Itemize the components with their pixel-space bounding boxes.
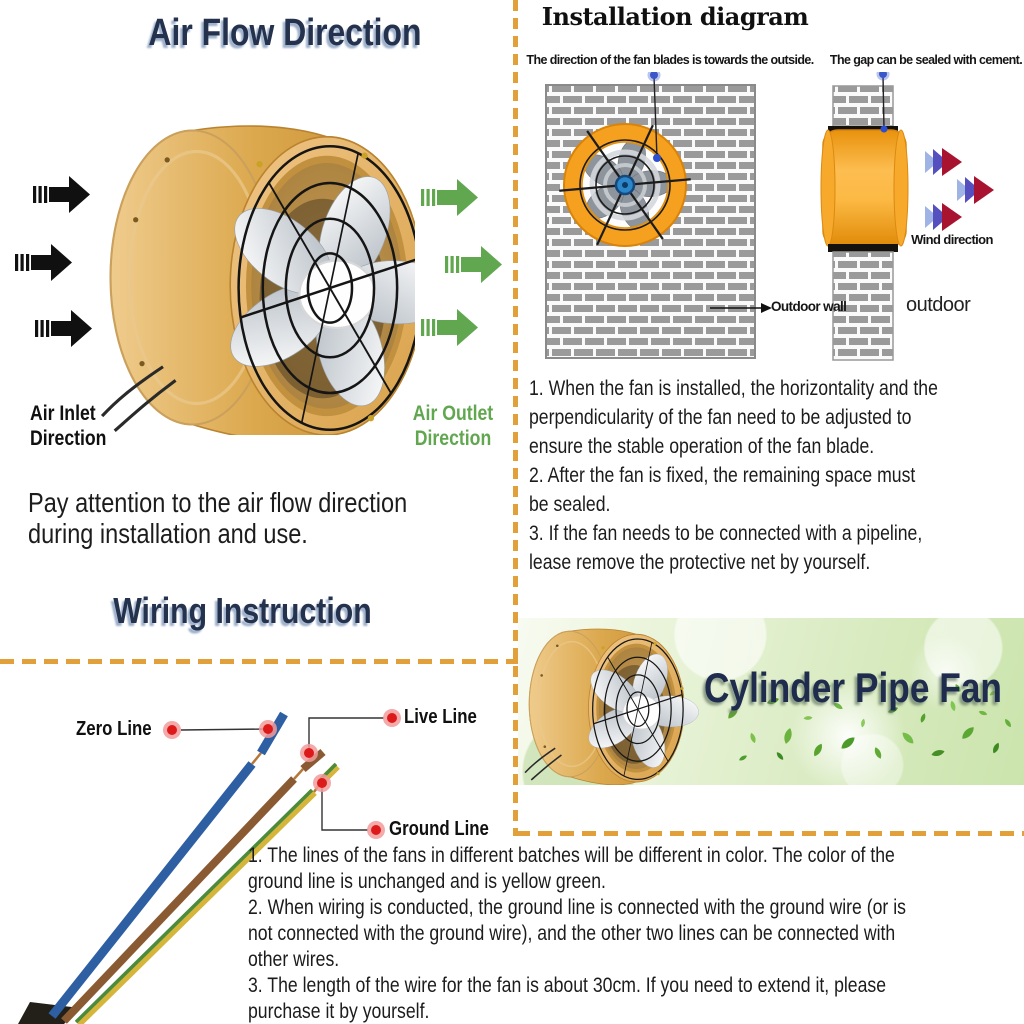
divider-horizontal-left <box>0 659 519 664</box>
note-line: Pay attention to the air flow direction <box>28 487 408 518</box>
note-line: perpendicularity of the fan need to be a… <box>529 406 912 429</box>
gap-seal-label: The gap can be sealed with cement. <box>829 53 1023 67</box>
note-line: ground line is unchanged and is yellow g… <box>248 870 606 893</box>
axial-fan-image <box>100 124 415 435</box>
leaves-icon <box>728 684 1011 761</box>
side-fan-image <box>820 129 909 247</box>
note-line: 1. The lines of the fans in different ba… <box>248 844 895 867</box>
outdoor-label: outdoor <box>906 294 971 316</box>
note-line: not connected with the ground wire), and… <box>248 922 896 945</box>
airflow-title: Air Flow Direction <box>148 12 422 54</box>
wiring-diagram <box>18 709 401 1024</box>
outlet-arrow-icon <box>445 246 502 283</box>
note-line: 2. When wiring is conducted, the ground … <box>248 896 906 919</box>
blades-marker <box>647 72 661 162</box>
connector-lines <box>180 717 384 831</box>
blades-direction-label: The direction of the fan blades is towar… <box>526 53 814 67</box>
wind-arrows-icon <box>925 148 994 231</box>
outlet-arrow-icon <box>421 309 478 346</box>
banner-title: Cylinder Pipe Fan <box>704 664 1002 711</box>
brick-wall-side-bottom <box>832 251 894 361</box>
label-line: Air Inlet <box>30 402 96 425</box>
divider-vertical <box>513 0 518 836</box>
installation-diagram-graphic <box>545 72 994 361</box>
installation-notes: 1. When the fan is installed, the horizo… <box>529 374 938 577</box>
outdoor-wall-label: Outdoor wall <box>771 299 847 314</box>
note-line: be sealed. <box>529 493 611 516</box>
note-line: during installation and use. <box>28 518 308 549</box>
product-banner: Cylinder Pipe Fan <box>518 618 1024 785</box>
inlet-arrow-icon <box>15 244 72 281</box>
gap-marker <box>876 72 890 133</box>
note-line: purchase it by yourself. <box>248 1000 430 1023</box>
label-line: Direction <box>30 427 107 450</box>
inlet-arrow-icon <box>33 176 90 213</box>
banner-graphic <box>524 628 1011 785</box>
zero-line-label: Zero Line <box>76 718 152 740</box>
label-line: Air Outlet <box>412 402 494 425</box>
ground-line-label: Ground Line <box>389 818 489 840</box>
wiring-notes: 1. The lines of the fans in different ba… <box>248 843 906 1024</box>
note-line: 3. The length of the wire for the fan is… <box>248 974 887 997</box>
note-line: 2. After the fan is fixed, the remaining… <box>529 464 916 487</box>
wind-direction-label: Wind direction <box>911 232 993 247</box>
banner-fan-image <box>524 628 701 785</box>
note-line: 3. If the fan needs to be connected with… <box>529 522 923 545</box>
note-line: 1. When the fan is installed, the horizo… <box>529 377 938 400</box>
note-line: lease remove the protective net by yours… <box>529 551 871 574</box>
inlet-arrow-icon <box>35 310 92 347</box>
note-line: other wires. <box>248 948 340 971</box>
outdoor-wall-pointer <box>710 303 772 313</box>
connector-dots <box>163 709 401 839</box>
live-line-label: Live Line <box>404 706 477 728</box>
gap-bar-bottom <box>828 244 898 252</box>
wiring-title: Wiring Instruction <box>113 590 372 631</box>
installation-title: Installation diagram <box>541 2 809 31</box>
label-line: Direction <box>414 427 492 450</box>
divider-horizontal-right <box>516 831 1024 836</box>
wall-fan-image <box>559 123 691 247</box>
note-line: ensure the stable operation of the fan b… <box>529 435 875 458</box>
outlet-arrow-icon <box>421 179 478 216</box>
